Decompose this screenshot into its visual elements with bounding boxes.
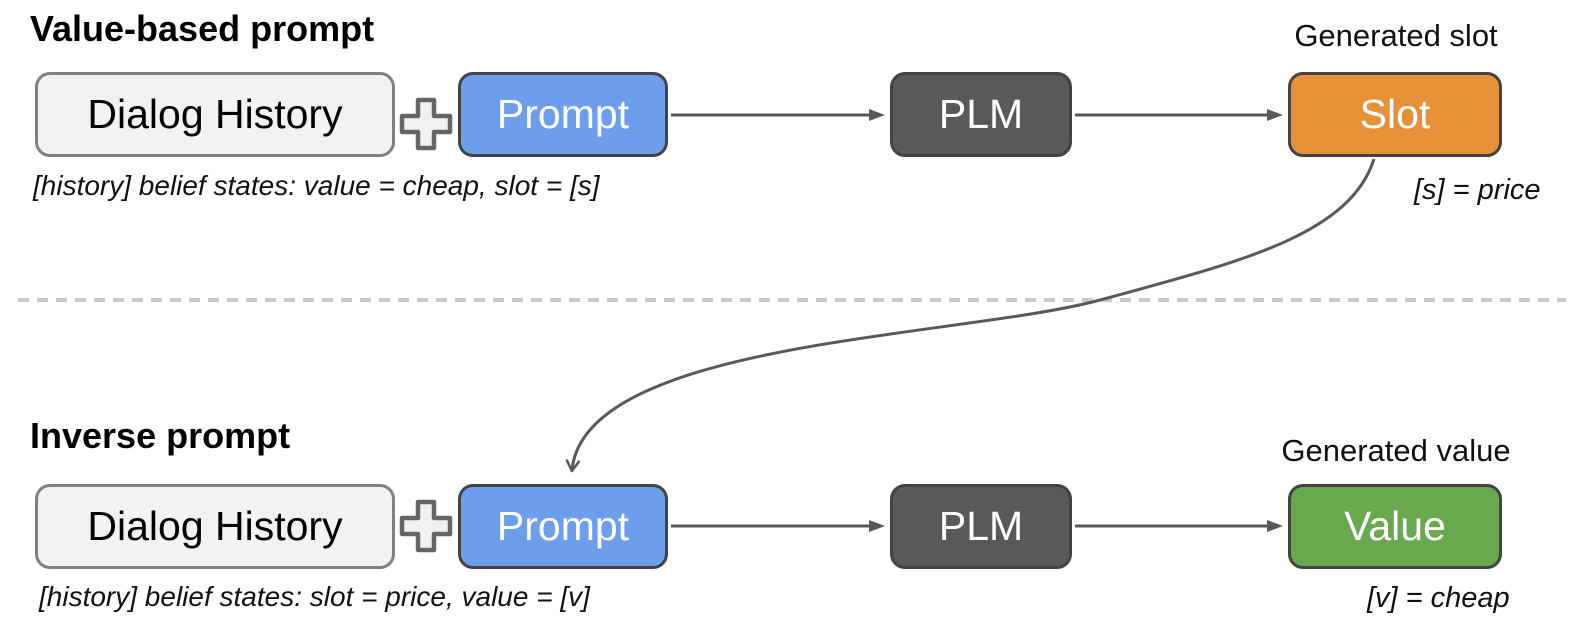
generated-slot-caption: Generated slot <box>1294 18 1498 53</box>
slot-result-annotation: [s] = price <box>1414 174 1541 206</box>
inverse-heading: Inverse prompt <box>30 415 291 456</box>
bottom-prompt-box: Prompt <box>458 484 668 569</box>
slot-label: Slot <box>1359 91 1431 137</box>
value-result-annotation: [v] = cheap <box>1367 582 1510 614</box>
top-prompt-label: Prompt <box>496 91 630 137</box>
bottom-plm-label: PLM <box>938 503 1024 549</box>
generated-value-caption: Generated value <box>1281 433 1511 468</box>
curved-arrow-slot-to-inverse-prompt <box>565 158 1376 473</box>
bottom-prompt-label: Prompt <box>496 503 630 549</box>
top-prompt-annotation: [history] belief states: value = cheap, … <box>33 170 600 201</box>
top-plm-label: PLM <box>938 91 1024 137</box>
top-dialog-history-box: Dialog History <box>35 72 395 157</box>
bottom-dialog-history-box: Dialog History <box>35 484 395 569</box>
value-based-heading: Value-based prompt <box>30 8 375 49</box>
bottom-prompt-annotation: [history] belief states: slot = price, v… <box>39 581 590 612</box>
value-label: Value <box>1344 503 1446 549</box>
value-box: Value <box>1288 484 1502 569</box>
plus-icon <box>399 97 453 151</box>
slot-box: Slot <box>1288 72 1502 157</box>
top-prompt-box: Prompt <box>458 72 668 157</box>
top-plm-box: PLM <box>890 72 1072 157</box>
plus-icon <box>399 499 453 553</box>
bottom-dialog-history-label: Dialog History <box>87 503 343 549</box>
bottom-plm-box: PLM <box>890 484 1072 569</box>
top-dialog-history-label: Dialog History <box>87 91 343 137</box>
